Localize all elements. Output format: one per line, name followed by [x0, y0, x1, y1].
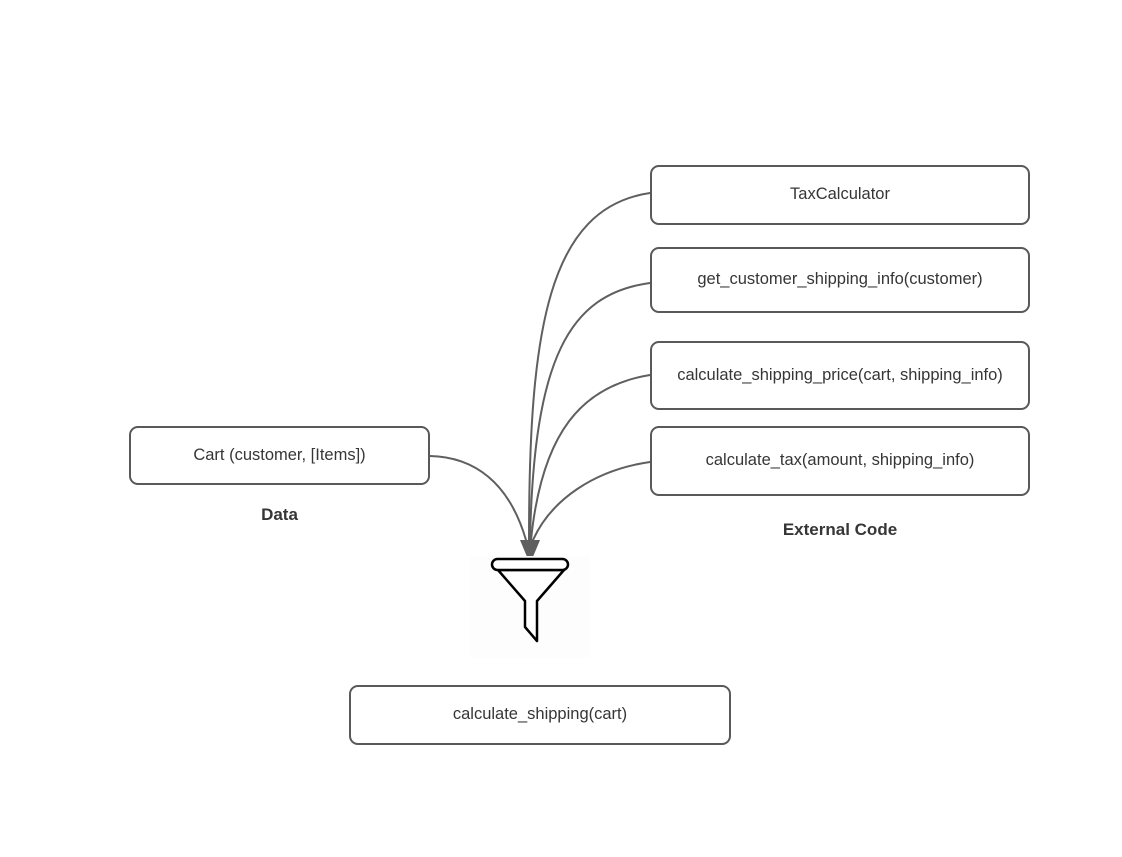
node-calculate-shipping-price: calculate_shipping_price(cart, shipping_… — [650, 341, 1030, 410]
edge-taxcalculator-to-funnel — [528, 192, 651, 541]
node-cart-label: Cart (customer, [Items]) — [193, 445, 366, 464]
edge-calculate-tax-to-funnel — [532, 461, 651, 541]
edge-calculate-shipping-price-to-funnel — [530, 374, 651, 541]
node-calculate-tax: calculate_tax(amount, shipping_info) — [650, 426, 1030, 496]
edge-cart-to-funnel — [429, 455, 527, 541]
node-taxcalculator-label: TaxCalculator — [790, 185, 890, 204]
group-label-external-code: External Code — [782, 520, 898, 539]
node-calculate-tax-label: calculate_tax(amount, shipping_info) — [705, 451, 975, 470]
node-taxcalculator: TaxCalculator — [650, 165, 1030, 225]
node-cart: Cart (customer, [Items]) — [129, 426, 430, 485]
funnel-icon-svg — [490, 557, 570, 643]
node-calculate-shipping: calculate_shipping(cart) — [349, 685, 731, 745]
node-get-customer-shipping-info: get_customer_shipping_info(customer) — [650, 247, 1030, 313]
node-calculate-shipping-price-label: calculate_shipping_price(cart, shipping_… — [677, 365, 1003, 384]
node-get-customer-shipping-info-label: get_customer_shipping_info(customer) — [697, 270, 983, 289]
edge-get-customer-shipping-info-to-funnel — [529, 282, 651, 541]
node-calculate-shipping-label: calculate_shipping(cart) — [452, 705, 628, 724]
funnel-icon — [470, 556, 590, 658]
group-label-data: Data — [261, 505, 298, 524]
